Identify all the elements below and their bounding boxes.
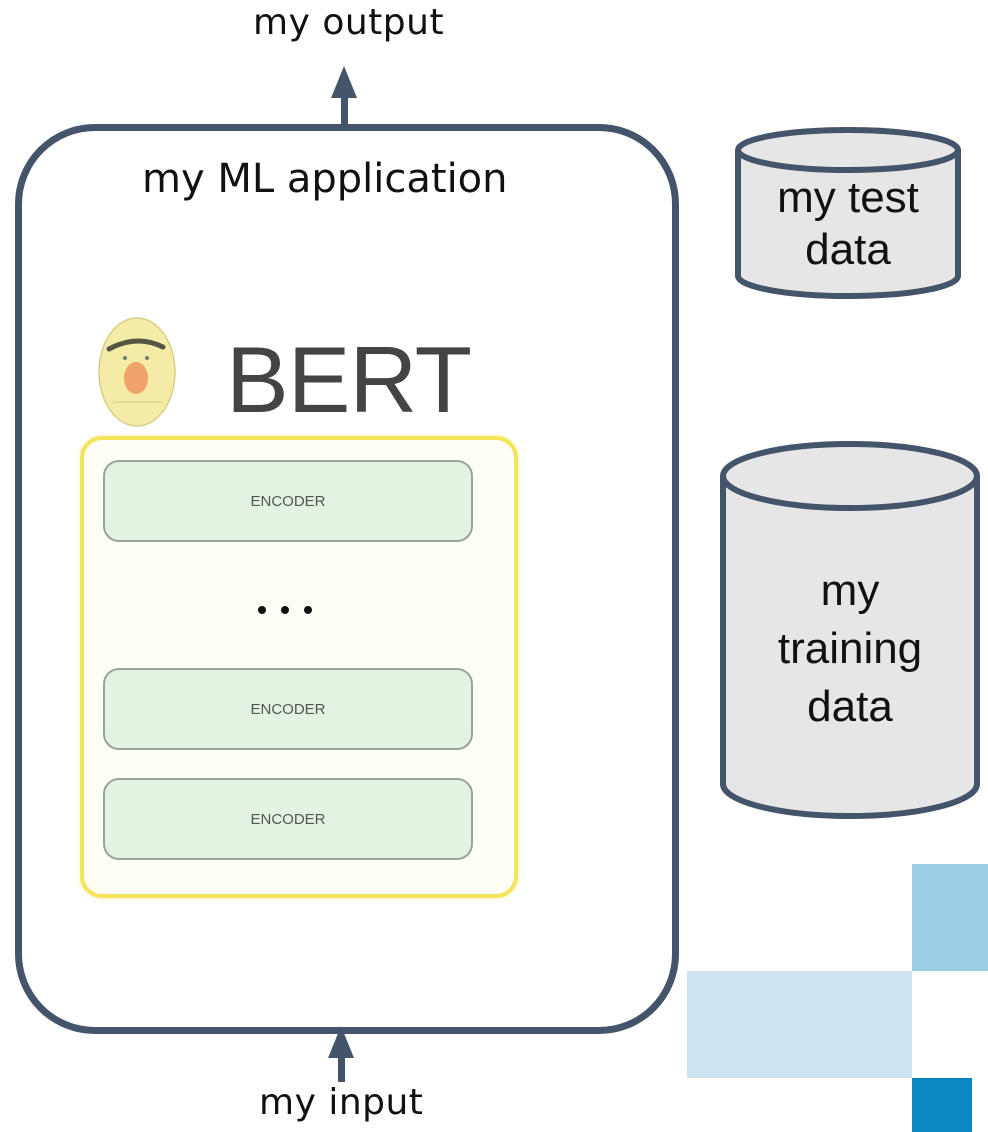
test-data-database: my test data (734, 126, 962, 300)
bert-character-icon (98, 317, 176, 427)
ml-application-title: my ML application (142, 156, 508, 202)
test-data-label: my test data (777, 173, 919, 274)
encoder-block-bottom: ENCODER (103, 778, 473, 860)
output-arrow-head (331, 66, 357, 98)
ellipsis-icon (258, 606, 312, 614)
database-cylinder-icon (735, 127, 961, 299)
bert-title: BERT (226, 327, 472, 432)
output-label: my output (253, 2, 445, 43)
input-arrow-shaft (338, 1056, 345, 1082)
output-arrow-shaft (341, 96, 348, 126)
input-arrow-head (328, 1026, 354, 1058)
training-data-label: my training data (777, 566, 923, 731)
decorative-square-dark (912, 1078, 972, 1132)
input-label: my input (259, 1082, 424, 1123)
database-cylinder-icon (720, 441, 980, 819)
encoder-block-middle: ENCODER (103, 668, 473, 750)
training-data-database: my training data (719, 438, 981, 820)
decorative-square-light (687, 971, 912, 1078)
decorative-square-mid (912, 864, 988, 971)
encoder-block-top: ENCODER (103, 460, 473, 542)
